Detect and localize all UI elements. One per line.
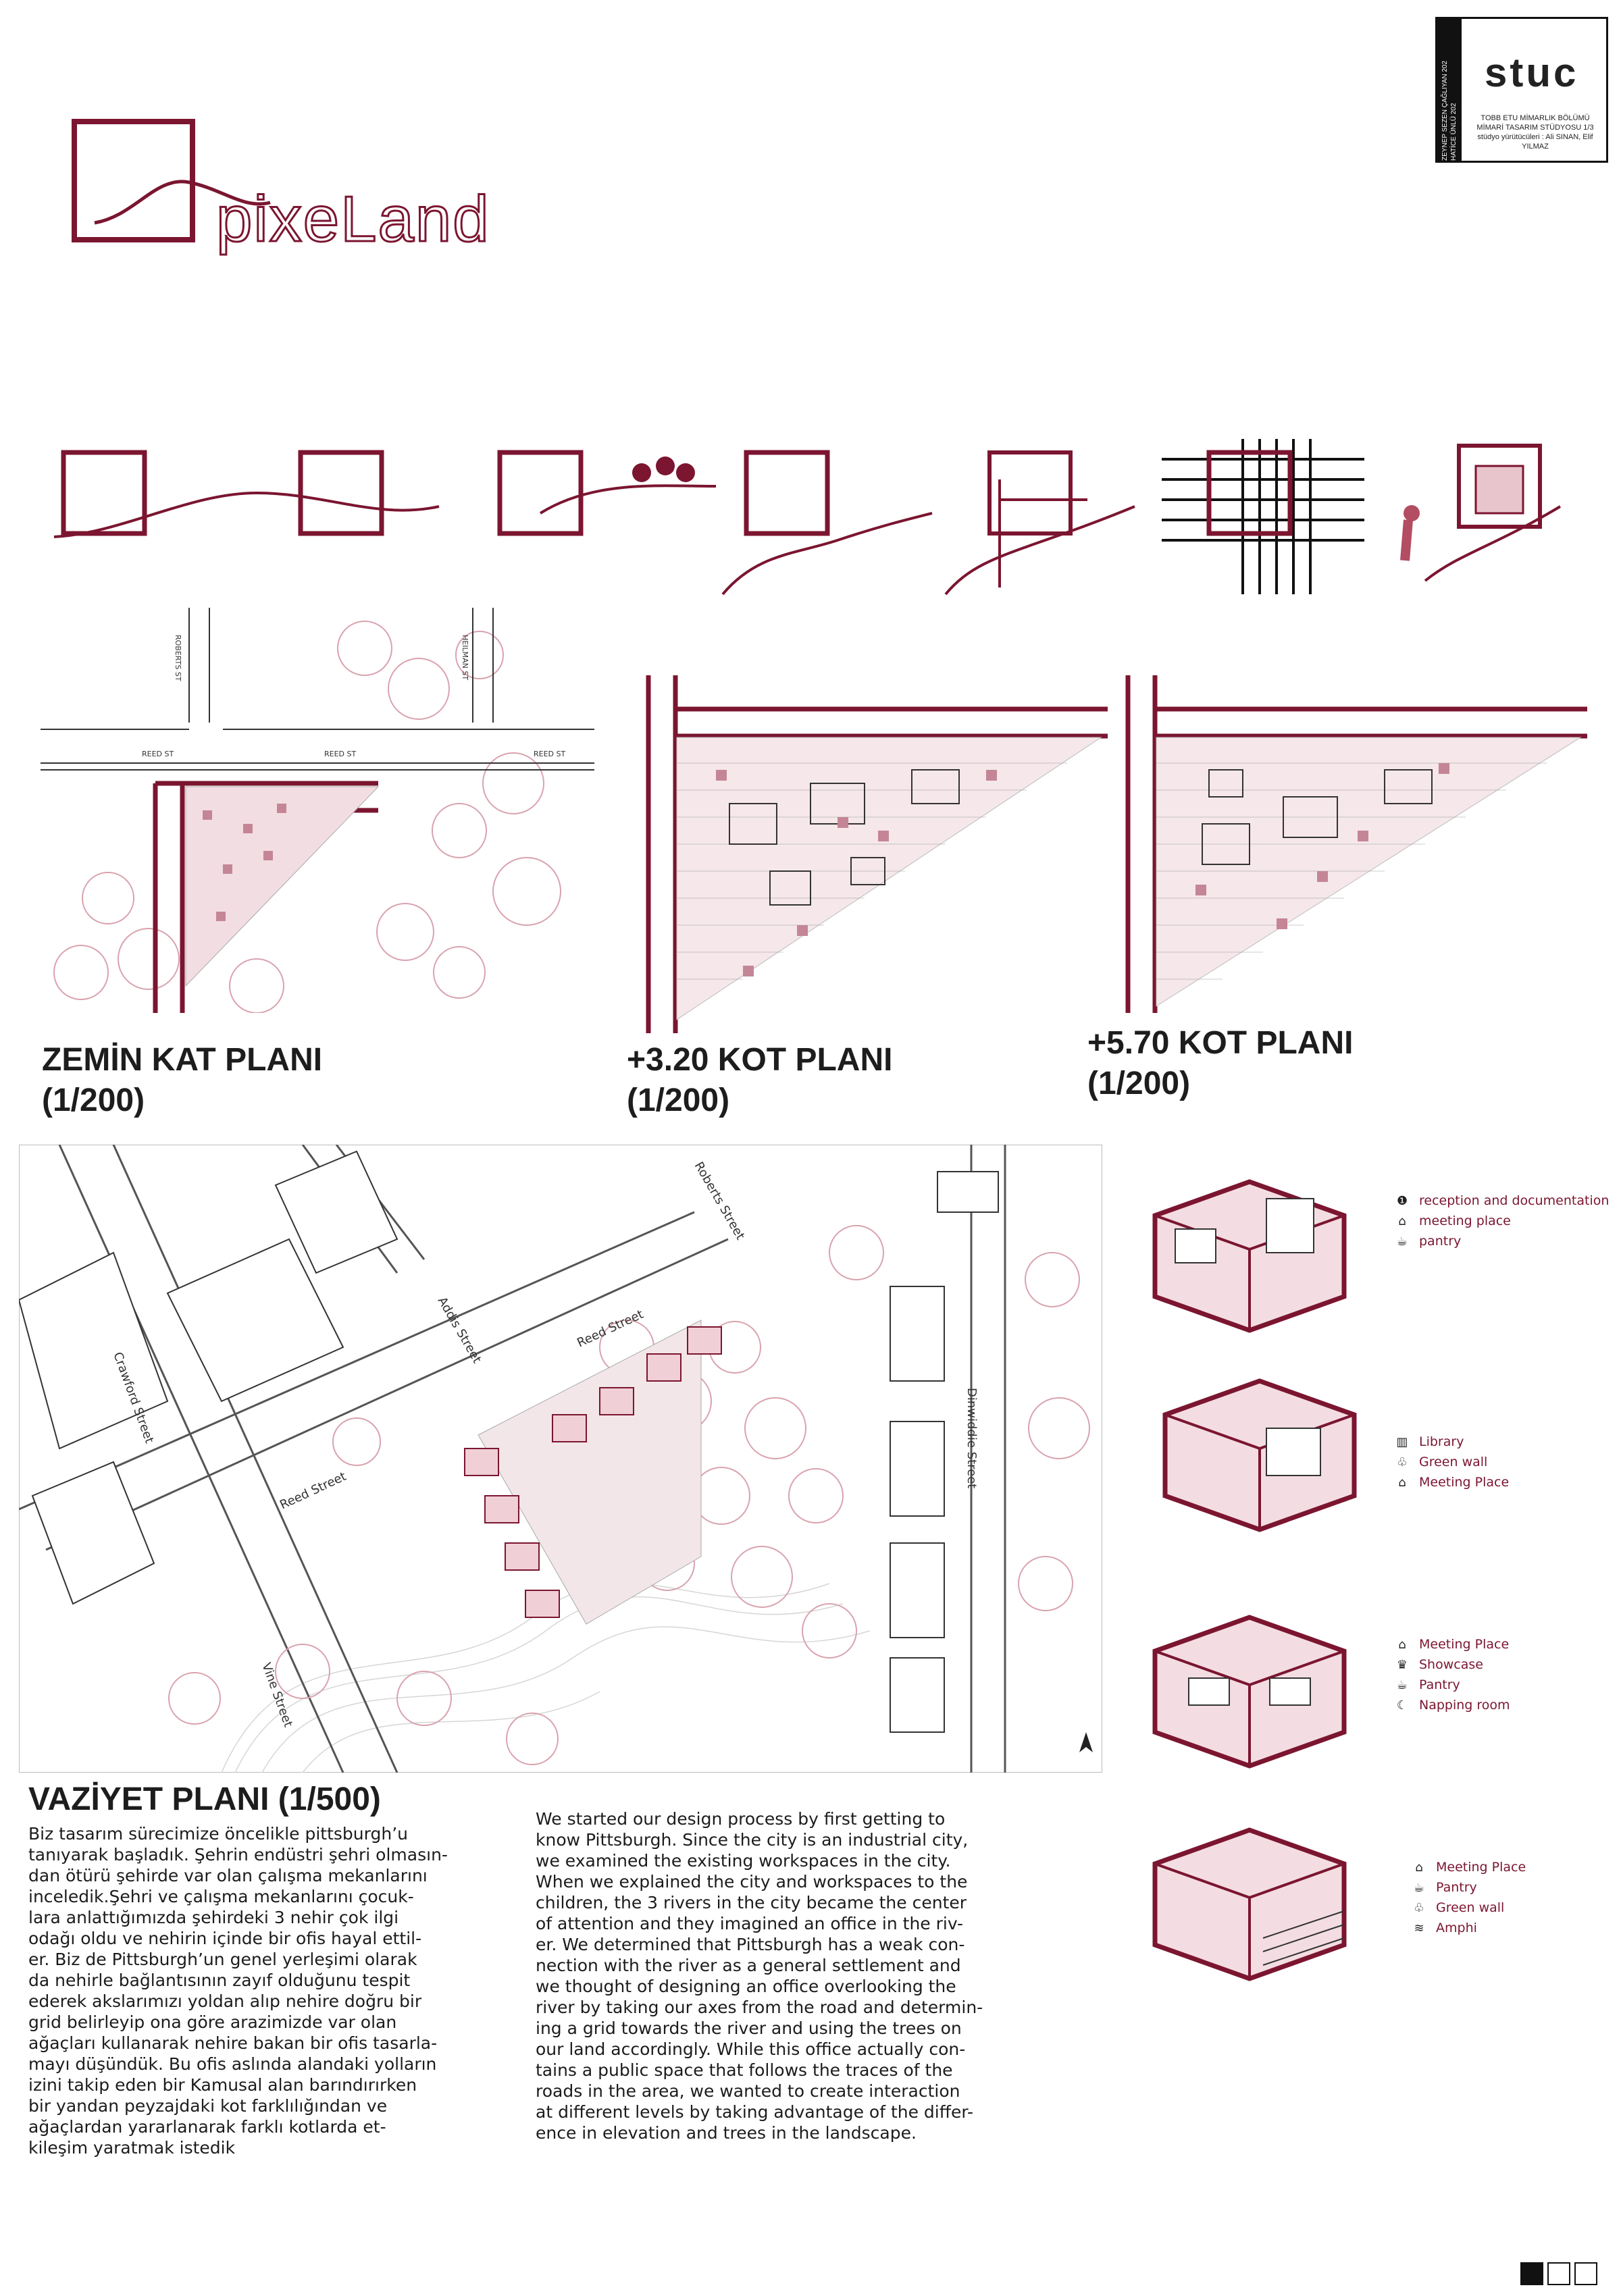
legend-label: Library	[1419, 1434, 1464, 1449]
studio-brand: stuc	[1485, 50, 1579, 95]
legend-item: ⌂ Meeting Place	[1412, 1857, 1526, 1877]
page-indicator	[1516, 2262, 1597, 2289]
street-label: REED ST	[324, 750, 356, 758]
legend-label: Pantry	[1419, 1677, 1460, 1692]
ground-plan-title: ZEMİN KAT PLANI (1/200)	[42, 1040, 322, 1121]
legend-item: ▥ Library	[1395, 1432, 1509, 1452]
level-320-plan-title: +3.20 KOT PLANI (1/200)	[627, 1040, 892, 1121]
legend-label: Napping room	[1419, 1698, 1510, 1713]
legend-label: Meeting Place	[1436, 1860, 1526, 1875]
student-name: HATİCE ÜNLÜ 202	[1450, 103, 1458, 161]
concept-step-3	[721, 450, 933, 596]
ground-floor-plan: REED ST REED ST REED ST ROBERTS ST HEILM…	[41, 608, 594, 1013]
legend-item: ☾ Napping room	[1395, 1695, 1510, 1715]
axonometric-room-2	[1162, 1378, 1357, 1532]
description-english: We started our design process by first g…	[536, 1809, 983, 2143]
street-label: REED ST	[534, 750, 565, 758]
concept-step-6	[1400, 444, 1562, 582]
concept-step-4	[944, 450, 1135, 596]
legend-label: Amphi	[1436, 1921, 1477, 1935]
legend-room-4: ⌂ Meeting Place ☕ Pantry ♧ Green wall ≋ Amph…	[1412, 1857, 1526, 1938]
legend-item: ♛ Showcase	[1395, 1654, 1510, 1675]
concept-step-1	[54, 450, 440, 538]
level-570-plan	[1125, 675, 1587, 1013]
street-label: Dinwiddie Street	[964, 1388, 979, 1488]
legend-item: ≋ Amphi	[1412, 1918, 1526, 1938]
pantry-icon: ☕	[1396, 1234, 1408, 1249]
plan-scale: (1/200)	[627, 1082, 730, 1118]
legend-item: ♧ Green wall	[1412, 1898, 1526, 1918]
street-label: HEILMAN ST	[461, 635, 469, 680]
plan-name: ZEMİN KAT PLANI	[42, 1042, 323, 1078]
pantry-icon: ☕	[1396, 1677, 1408, 1692]
legend-item: ♧ Green wall	[1395, 1452, 1509, 1472]
axonometric-room-3	[1152, 1615, 1347, 1769]
project-logo: pixeLand	[68, 115, 490, 270]
page-square	[1547, 2262, 1570, 2285]
plan-name: +3.20 KOT PLANI	[627, 1042, 893, 1078]
axonometric-room-4	[1152, 1827, 1347, 1981]
north-arrow-icon	[1079, 1732, 1093, 1752]
amphi-icon: ≋	[1414, 1921, 1424, 1935]
legend-label: Green wall	[1419, 1455, 1488, 1469]
description-turkish: Biz tasarım sürecimize öncelikle pittsbu…	[28, 1824, 448, 2158]
napping-icon: ☾	[1396, 1698, 1408, 1713]
plan-name: +5.70 KOT PLANI	[1087, 1025, 1354, 1061]
pantry-icon: ☕	[1413, 1880, 1425, 1895]
level-320-plan	[646, 675, 1108, 1033]
concept-step-2	[497, 450, 717, 536]
plan-scale: (1/200)	[42, 1082, 145, 1118]
legend-item: ☕ Pantry	[1395, 1675, 1510, 1695]
axonometric-room-1	[1152, 1179, 1347, 1333]
student-name: ZEYNEP SEZEN ÇAĞLIYAN 202	[1441, 60, 1449, 161]
site-plan-title: VAZİYET PLANI (1/500)	[28, 1781, 381, 1817]
page-square-current	[1520, 2262, 1543, 2285]
info-icon: ❶	[1396, 1193, 1408, 1208]
legend-label: pantry	[1419, 1234, 1462, 1249]
page-square	[1574, 2262, 1597, 2285]
meeting-icon: ⌂	[1415, 1860, 1423, 1875]
legend-room-3: ⌂ Meeting Place ♛ Showcase ☕ Pantry ☾ Nappin…	[1395, 1634, 1510, 1715]
concept-diagrams	[54, 439, 1562, 596]
plan-scale: (1/200)	[1087, 1066, 1191, 1101]
project-title: pixeLand	[215, 182, 490, 257]
green-wall-icon: ♧	[1413, 1900, 1425, 1915]
legend-item: ⌂ Meeting Place	[1395, 1634, 1510, 1654]
meeting-icon: ⌂	[1398, 1637, 1406, 1652]
meeting-icon: ⌂	[1398, 1214, 1406, 1228]
school-name: TOBB ETU MİMARLIK BÖLÜMÜ	[1481, 114, 1590, 122]
legend-label: Meeting Place	[1419, 1475, 1510, 1490]
street-label: ROBERTS ST	[174, 635, 182, 681]
legend-label: Meeting Place	[1419, 1637, 1510, 1652]
site-plan: Crawford Street Addis Street Roberts Str…	[19, 1145, 1102, 1773]
street-label: REED ST	[142, 750, 174, 758]
studio-name: MİMARİ TASARIM STÜDYOSU 1/3	[1476, 124, 1594, 132]
studio-credits: stüdyo yürütücüleri : Ali SINAN, Elif YI…	[1477, 133, 1593, 151]
legend-label: reception and documentation	[1419, 1193, 1610, 1208]
green-wall-icon: ♧	[1396, 1455, 1408, 1469]
concept-step-5	[1162, 439, 1364, 594]
legend-room-1: ❶ reception and documentation ⌂ meeting pl…	[1395, 1191, 1609, 1251]
meeting-icon: ⌂	[1398, 1475, 1406, 1490]
legend-label: Green wall	[1436, 1900, 1505, 1915]
legend-item: ☕ pantry	[1395, 1231, 1609, 1251]
logo-mark	[72, 119, 271, 242]
library-icon: ▥	[1396, 1434, 1408, 1449]
legend-item: ☕ Pantry	[1412, 1877, 1526, 1898]
legend-item: ❶ reception and documentation	[1395, 1191, 1609, 1211]
legend-label: Showcase	[1419, 1657, 1483, 1672]
legend-room-2: ▥ Library ♧ Green wall ⌂ Meeting Place	[1395, 1432, 1509, 1492]
showcase-icon: ♛	[1396, 1657, 1408, 1672]
legend-label: meeting place	[1419, 1214, 1511, 1228]
legend-item: ⌂ Meeting Place	[1395, 1472, 1509, 1492]
level-570-plan-title: +5.70 KOT PLANI (1/200)	[1087, 1023, 1353, 1104]
legend-item: ⌂ meeting place	[1395, 1211, 1609, 1231]
legend-label: Pantry	[1436, 1880, 1477, 1895]
